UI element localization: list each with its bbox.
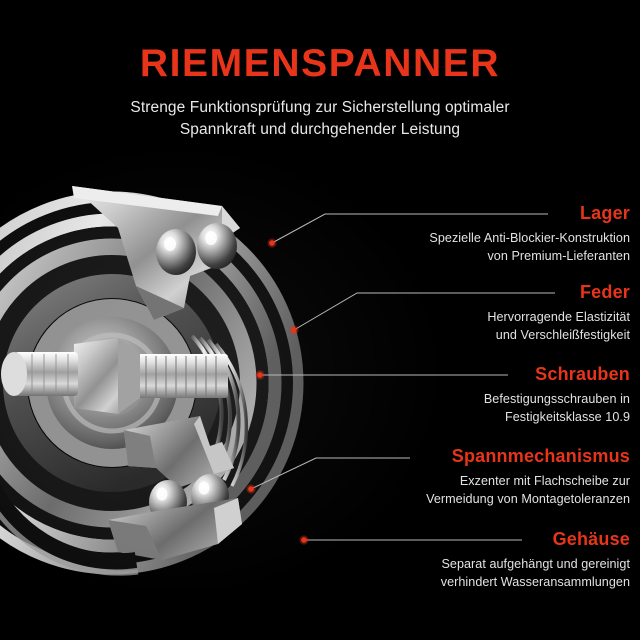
- subtitle-line-2: Spannkraft und durchgehender Leistung: [179, 120, 461, 138]
- callout-spannmechanismus: Spannmechanismus Exzenter mit Flachschei…: [330, 447, 630, 509]
- callout-feder-desc-line-1: Hervorragende Elastizität: [487, 310, 630, 324]
- callout-lager: Lager Spezielle Anti-Blockier-Konstrukti…: [330, 204, 630, 266]
- riemenspanner-cutaway-illustration: [0, 186, 304, 576]
- callout-lager-desc-line-2: von Premium-Lieferanten: [487, 249, 630, 264]
- callout-feder-desc-line-2: und Verschleißfestigkeit: [495, 328, 630, 343]
- callout-schrauben-desc-line-1: Befestigungsschrauben in: [483, 392, 630, 406]
- housing-cut-section-upper: [72, 186, 240, 320]
- callout-lager-description: Spezielle Anti-Blockier-Konstruktion von…: [330, 222, 630, 266]
- callout-spannmechanismus-desc-line-1: Exzenter mit Flachscheibe zur: [459, 474, 630, 488]
- callout-spannmechanismus-desc-line-2: Vermeidung von Montagetoleranzen: [426, 492, 630, 507]
- product-image: [0, 168, 342, 598]
- seal-band: [0, 484, 139, 576]
- callout-feder-description: Hervorragende Elastizität und Verschleiß…: [330, 301, 630, 345]
- housing-cut-section-lower: [108, 498, 242, 560]
- callout-schrauben-desc-line-2: Festigkeitsklasse 10.9: [505, 410, 630, 425]
- callout-spannmechanismus-title: Spannmechanismus: [451, 446, 630, 466]
- callout-gehaeuse: Gehäuse Separat aufgehängt und gereinigt…: [330, 530, 630, 592]
- callout-feder-title: Feder: [579, 282, 630, 302]
- callout-gehaeuse-desc-line-1: Separat aufgehängt und gereinigt: [441, 557, 630, 571]
- page-subtitle: Strenge Funktionsprüfung zur Sicherstell…: [0, 85, 640, 141]
- callout-gehaeuse-desc-line-2: verhindert Wasseransammlungen: [440, 575, 630, 590]
- eccentric-tension-plate: [124, 416, 234, 488]
- callout-lager-desc-line-1: Spezielle Anti-Blockier-Konstruktion: [429, 231, 630, 245]
- callout-lager-title: Lager: [579, 203, 630, 223]
- callout-feder: Feder Hervorragende Elastizität und Vers…: [330, 283, 630, 345]
- header: RIEMENSPANNER Strenge Funktionsprüfung z…: [0, 0, 640, 141]
- callout-gehaeuse-description: Separat aufgehängt und gereinigt verhind…: [330, 548, 630, 592]
- mounting-bolt-assembly: [1, 338, 228, 414]
- subtitle-line-1: Strenge Funktionsprüfung zur Sicherstell…: [130, 98, 510, 116]
- callout-gehaeuse-title: Gehäuse: [552, 529, 630, 549]
- callout-schrauben-description: Befestigungsschrauben in Festigkeitsklas…: [330, 383, 630, 427]
- callout-schrauben: Schrauben Befestigungsschrauben in Festi…: [330, 365, 630, 427]
- bearing-balls-upper: [156, 223, 237, 275]
- callout-schrauben-title: Schrauben: [535, 364, 630, 384]
- page-title: RIEMENSPANNER: [139, 42, 501, 85]
- callout-spannmechanismus-description: Exzenter mit Flachscheibe zur Vermeidung…: [330, 465, 630, 509]
